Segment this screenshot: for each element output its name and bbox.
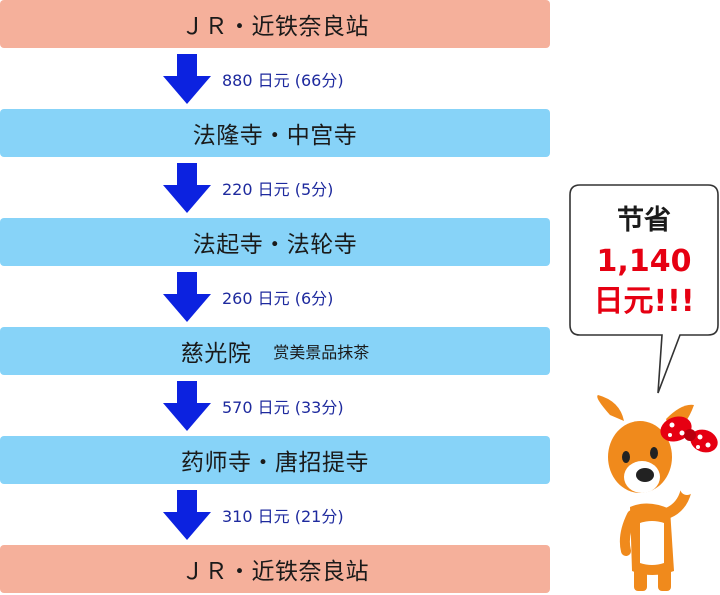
speech-bubble	[569, 184, 719, 394]
stop-label: ＪＲ・近铁奈良站	[181, 559, 369, 585]
arrow-down-icon	[163, 381, 211, 431]
stop-label: ＪＲ・近铁奈良站	[181, 14, 369, 40]
stop-box-jikoin: 慈光院 赏美景品抹茶	[0, 327, 550, 375]
arrow-down-icon	[163, 163, 211, 213]
savings-unit: 日元!!!	[593, 284, 695, 319]
arrow-down-icon	[163, 490, 211, 540]
stop-box-hokkiji: 法起寺・法轮寺	[0, 218, 550, 266]
savings-title: 节省	[617, 205, 671, 236]
savings-amount: 1,140	[596, 244, 692, 279]
stop-label: 法隆寺・中宫寺	[192, 123, 358, 149]
stop-box-jr-kintetsu-nara-start: ＪＲ・近铁奈良站	[0, 0, 550, 48]
stop-label: 法起寺・法轮寺	[192, 232, 358, 258]
fare-label: 260 日元 (6分)	[222, 289, 334, 308]
fare-label: 310 日元 (21分)	[222, 507, 344, 526]
stop-box-yakushiji: 药师寺・唐招提寺	[0, 436, 550, 484]
arrow-down-icon	[163, 272, 211, 322]
fare-label: 220 日元 (5分)	[222, 180, 334, 199]
fare-label: 880 日元 (66分)	[222, 71, 344, 90]
fare-label: 570 日元 (33分)	[222, 398, 344, 417]
stop-sublabel: 赏美景品抹茶	[273, 343, 370, 362]
deer-mascot-icon	[597, 395, 718, 591]
stop-box-horyuji: 法隆寺・中宫寺	[0, 109, 550, 157]
stop-box-jr-kintetsu-nara-end: ＪＲ・近铁奈良站	[0, 545, 550, 593]
stop-label: 药师寺・唐招提寺	[181, 450, 369, 476]
stop-label: 慈光院	[180, 341, 252, 367]
arrow-down-icon	[163, 54, 211, 104]
